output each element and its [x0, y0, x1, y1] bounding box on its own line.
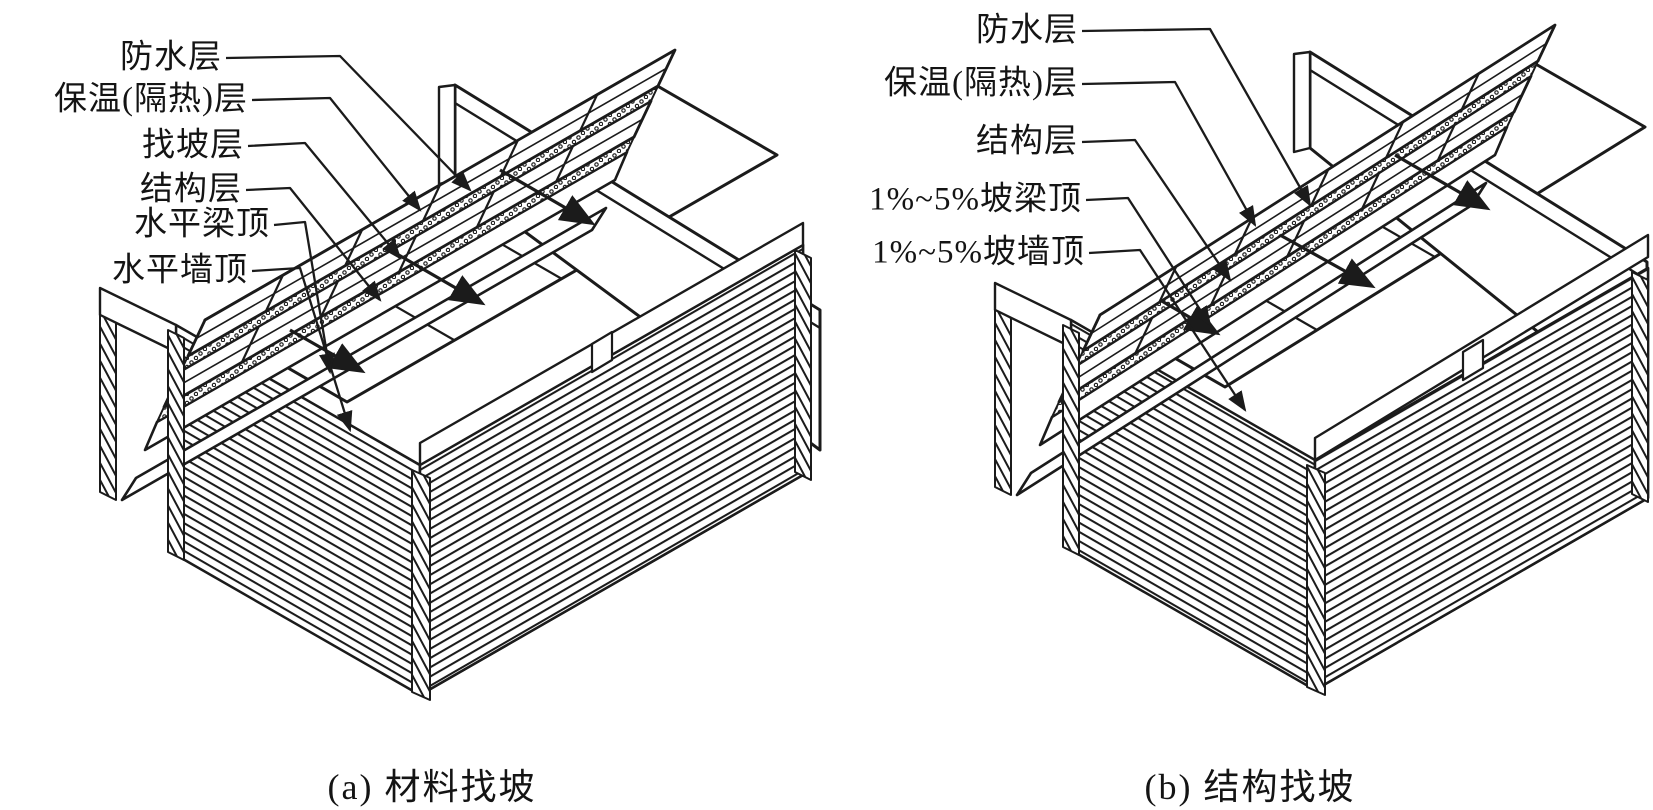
caption-structural-slope: (b) 结构找坡 [1144, 767, 1356, 807]
label-sloped-beam-top-b: 1%~5%坡梁顶 [869, 181, 1082, 218]
label-waterproof-layer-b: 防水层 [976, 12, 1078, 49]
roof-edge-cornice-b [1313, 233, 1650, 462]
label-insulation-layer-a: 保温(隔热)层 [54, 81, 248, 118]
tile-row-b2 [1081, 23, 1557, 353]
roof-edge-cornice-a [418, 221, 805, 467]
label-structural-layer-b: 结构层 [976, 123, 1078, 160]
diagram-b [993, 23, 1650, 696]
tile-row-a2 [186, 48, 677, 358]
right-wall-face-b [1313, 266, 1650, 692]
label-level-wall-top-a: 水平墙顶 [112, 252, 248, 289]
label-level-beam-top-a: 水平梁顶 [134, 206, 270, 243]
roof-construction-drawings [98, 23, 1650, 701]
label-waterproof-layer-a: 防水层 [120, 39, 222, 76]
corner-pilasters-b [1062, 271, 1649, 696]
label-insulation-layer-b: 保温(隔热)层 [884, 65, 1078, 102]
diagram-a [98, 48, 822, 701]
leader-lines-b [1081, 27, 1312, 412]
label-slope-finding-layer-a: 找坡层 [142, 127, 244, 164]
label-structural-layer-a: 结构层 [140, 171, 242, 208]
label-sloped-wall-top-b: 1%~5%坡墙顶 [872, 234, 1085, 271]
caption-material-slope: (a) 材料找坡 [327, 767, 537, 807]
corner-pilasters-a [167, 249, 812, 701]
leader-lines-a [225, 54, 472, 433]
